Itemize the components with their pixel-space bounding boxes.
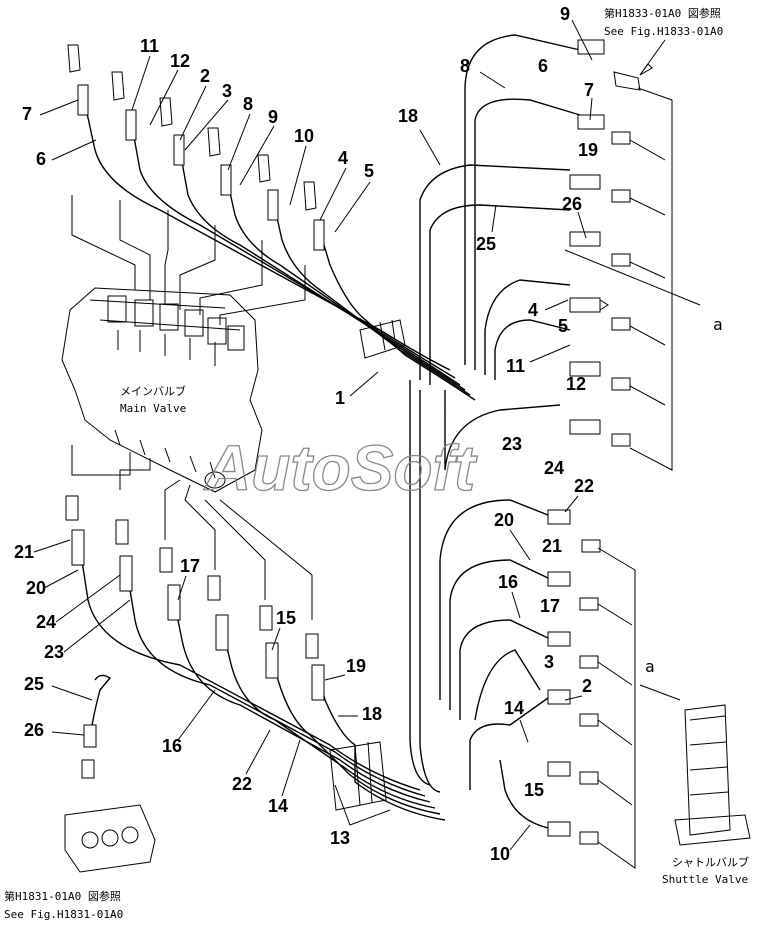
callouts: 9 8 6 7 18 19 26 25 4 5 11 12 23 24 22 2… (14, 4, 598, 864)
callout-19-bottom: 19 (346, 656, 366, 676)
callout-8-left: 8 (243, 94, 253, 114)
upper-left-fittings (67, 44, 317, 211)
callout-6-left: 6 (36, 149, 46, 169)
main-valve-label-en: Main Valve (120, 402, 186, 415)
right-vertical-hoses (409, 34, 581, 793)
callout-14-bottom: 14 (268, 796, 288, 816)
valve-port-leaders (71, 195, 313, 620)
callout-9-top: 9 (560, 4, 570, 24)
callout-2-mid: 2 (582, 676, 592, 696)
callout-23-mid: 23 (502, 434, 522, 454)
callout-20-mid: 20 (494, 510, 514, 530)
lower-hoses (65, 495, 446, 826)
callout-11-left: 11 (140, 36, 159, 56)
callout-18-bottom: 18 (362, 704, 382, 724)
callout-9-left: 9 (268, 107, 278, 127)
callout-26-mid: 26 (562, 194, 582, 214)
ref-top-jp: 第H1833-01A0 図参照 (604, 6, 721, 20)
ref-top-en: See Fig.H1833-01A0 (604, 25, 723, 38)
callout-1: 1 (335, 388, 345, 408)
callout-3-left: 3 (222, 81, 232, 101)
callout-14-mid: 14 (504, 698, 524, 718)
callout-21-mid: 21 (542, 536, 562, 556)
callout-26-bottom: 26 (24, 720, 44, 740)
callout-7-left: 7 (22, 104, 32, 124)
callout-4-left: 4 (338, 148, 348, 168)
callout-10-left: 10 (294, 126, 314, 146)
callout-25-mid: 25 (476, 234, 496, 254)
ref-bottom-en: See Fig.H1831-01A0 (4, 908, 123, 921)
upper-hose-bundle (77, 84, 476, 401)
main-valve (61, 287, 263, 493)
shuttle-valve-label-en: Shuttle Valve (662, 873, 748, 886)
callout-16-mid: 16 (498, 572, 518, 592)
main-valve-label-jp: メインバルブ (120, 384, 186, 398)
callout-20-bottom: 20 (26, 578, 46, 598)
callout-22-bottom: 22 (232, 774, 252, 794)
callout-17-mid: 17 (540, 596, 560, 616)
callout-10-mid: 10 (490, 844, 510, 864)
right-bracket-lines (564, 87, 701, 869)
callout-5-mid: 5 (558, 316, 568, 336)
callout-25-bottom: 25 (24, 674, 44, 694)
callout-6-mid: 6 (538, 56, 548, 76)
callout-17-bottom: 17 (180, 556, 200, 576)
callout-4-mid: 4 (528, 300, 538, 320)
callout-13: 13 (330, 828, 350, 848)
callout-21-bottom: 21 (14, 542, 34, 562)
right-fittings (547, 39, 641, 845)
callout-15-mid: 15 (524, 780, 544, 800)
shuttle-valve (674, 704, 751, 846)
ref-bottom-jp: 第H1831-01A0 図参照 (4, 889, 121, 903)
callout-24-bottom: 24 (36, 612, 56, 632)
shuttle-valve-label-jp: シャトルバルブ (672, 855, 749, 869)
ref-top-arrowhead (639, 63, 653, 76)
arrow-label-a-right: a (713, 315, 723, 334)
callout-3-mid: 3 (544, 652, 554, 672)
arrow-label-a-lower: a (645, 657, 655, 676)
callout-23-bottom: 23 (44, 642, 64, 662)
callout-7-mid: 7 (584, 80, 594, 100)
callout-19-mid: 19 (578, 140, 598, 160)
callout-16-bottom: 16 (162, 736, 182, 756)
lower-right-hoses (439, 499, 549, 829)
callout-5-left: 5 (364, 161, 374, 181)
callout-11-mid: 11 (506, 356, 525, 376)
callout-22-mid: 22 (574, 476, 594, 496)
callout-18-top: 18 (398, 106, 418, 126)
watermark: AutoSoft (203, 432, 478, 504)
callout-12-mid: 12 (566, 374, 586, 394)
callout-12-left: 12 (170, 51, 190, 71)
callout-8-top: 8 (460, 56, 470, 76)
callout-2-left: 2 (200, 66, 210, 86)
bottom-left-assembly (64, 674, 156, 873)
callout-15-bottom: 15 (276, 608, 296, 628)
callout-24-mid: 24 (544, 458, 564, 478)
